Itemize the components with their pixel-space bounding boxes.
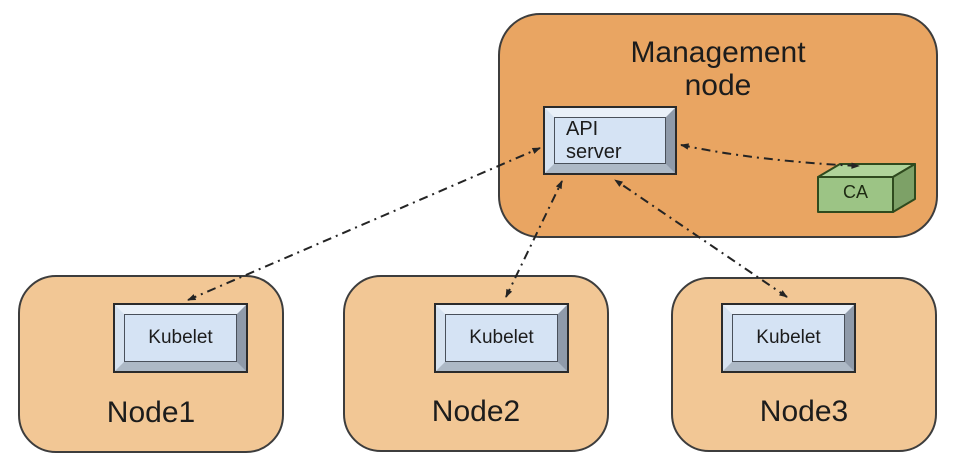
management-node-title-text: Management node [630,36,806,102]
kubelet3-panel: Kubelet [732,314,845,362]
kubelet2-panel: Kubelet [445,314,558,362]
node3-label: Node3 [759,395,849,428]
node2-label: Node2 [431,395,521,428]
kubelet3-bevel: Kubelet [723,305,854,371]
api-server-box: API server [543,106,677,175]
node3-group: Kubelet Node3 [671,277,937,452]
ca-box: CA [816,162,918,215]
ca-label: CA [842,182,868,202]
ca-front-face [817,176,894,213]
kubelet1-label: Kubelet [148,327,213,348]
kubelet2-box: Kubelet [434,303,569,373]
node2-group: Kubelet Node2 [343,275,609,452]
kubelet1-panel: Kubelet [124,314,237,362]
api-server-bevel: API server [545,108,675,173]
kubelet1-bevel: Kubelet [115,305,246,371]
kubelet3-label: Kubelet [756,327,821,348]
api-server-label-line1: API [566,118,599,140]
api-server-label-line2: server [566,141,622,163]
management-node-group: Management node API server CA [498,13,938,238]
kubelet2-bevel: Kubelet [436,305,567,371]
kubelet3-box: Kubelet [721,303,856,373]
ca-cuboid [817,163,916,213]
api-server-panel: API server [554,117,666,164]
management-node-title: Management node [500,36,936,102]
node1-label: Node1 [106,396,196,429]
kubelet1-box: Kubelet [113,303,248,373]
node1-group: Kubelet Node1 [18,275,284,453]
kubelet2-label: Kubelet [469,327,534,348]
